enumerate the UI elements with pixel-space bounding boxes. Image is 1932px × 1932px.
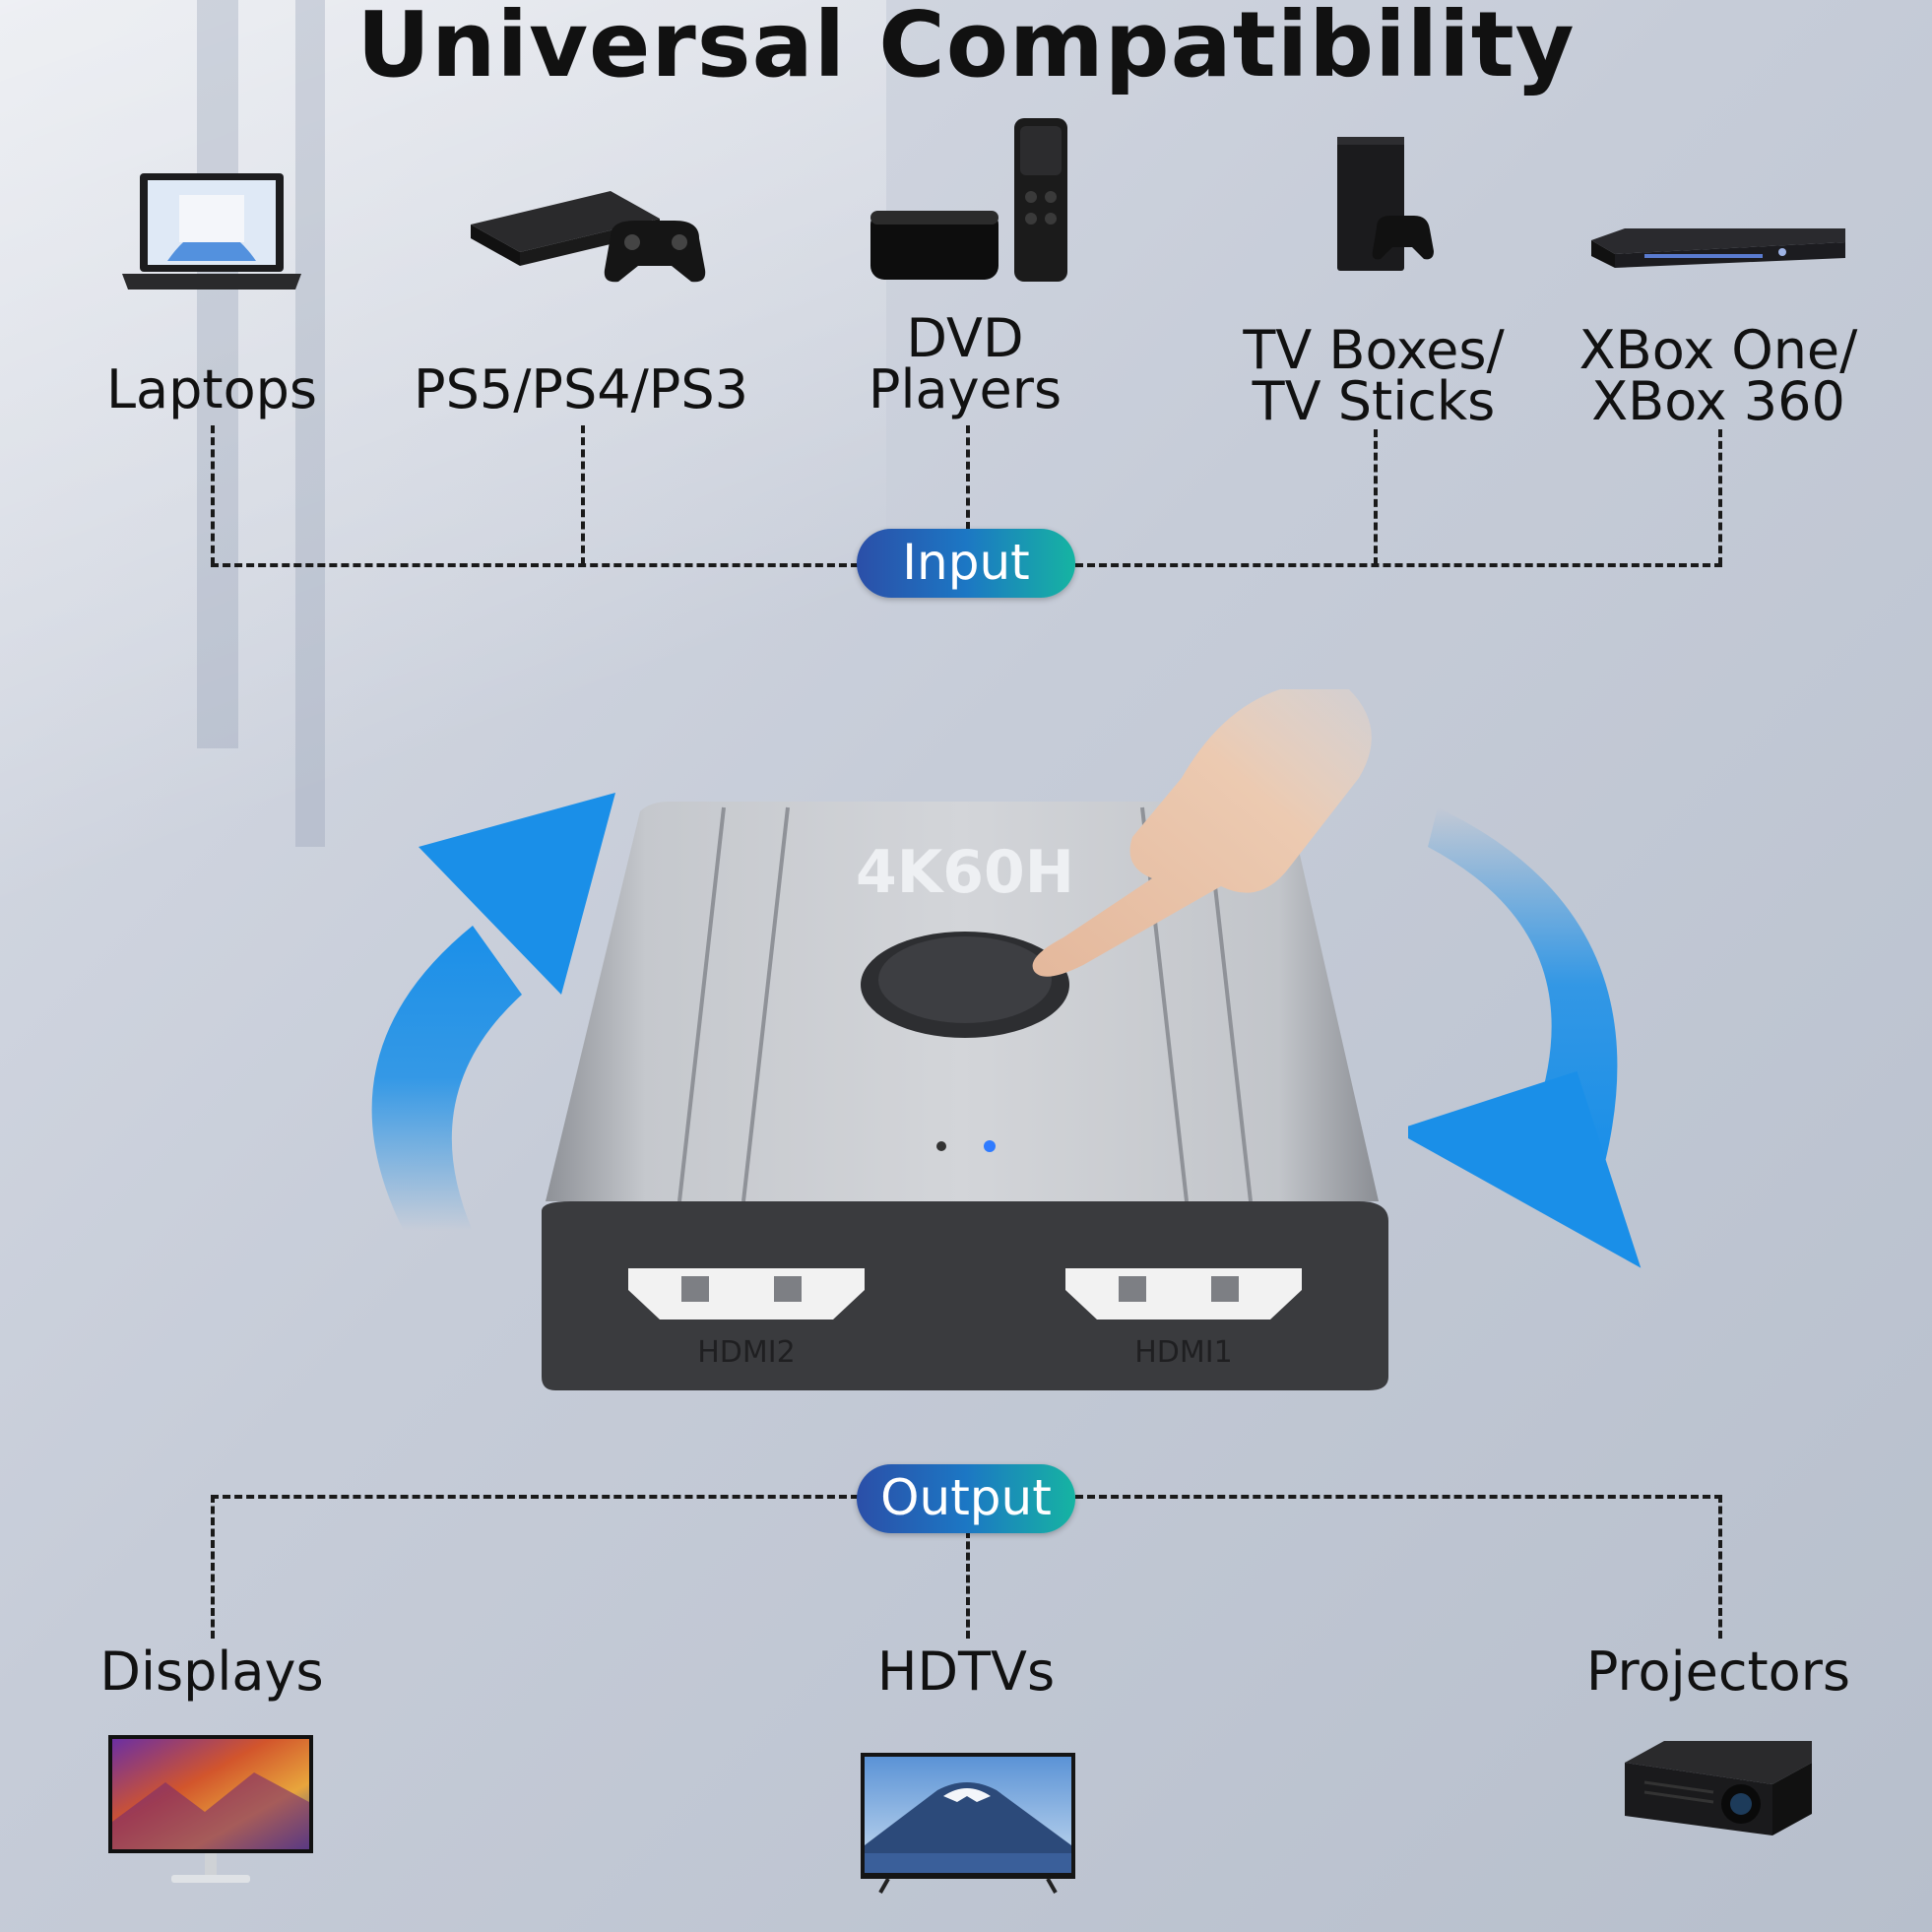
xbox-series-icon: [1337, 137, 1434, 271]
input-pill: Input: [857, 529, 1075, 598]
connector-line: [1718, 1495, 1722, 1639]
port-label-right: HDMI1: [1134, 1335, 1232, 1370]
connector-line: [1374, 429, 1378, 565]
output-label-hdtvs: HDTVs: [876, 1641, 1056, 1703]
connector-line: [211, 1495, 859, 1499]
connector-line: [966, 1530, 970, 1639]
rotate-right-arrow-icon: [1408, 807, 1642, 1268]
connector-line: [966, 425, 970, 530]
connector-line: [581, 425, 585, 565]
dvd-player-icon: [1591, 228, 1845, 268]
port-label-left: HDMI2: [697, 1335, 795, 1370]
tv-icon: [861, 1753, 1075, 1894]
page-title: Universal Compatibility: [356, 0, 1576, 97]
input-label-laptops: Laptops: [105, 358, 318, 420]
connector-line: [211, 1495, 215, 1639]
hand-icon: [1032, 689, 1372, 977]
output-pill: Output: [857, 1464, 1075, 1533]
monitor-icon: [108, 1735, 313, 1883]
connector-line: [211, 563, 859, 567]
output-label-displays: Displays: [99, 1641, 324, 1703]
connector-line: [1075, 563, 1722, 567]
connector-line: [211, 425, 215, 565]
input-label-tv-boxes: TV Boxes/ TV Sticks: [1243, 319, 1505, 432]
game-console-icon: [471, 191, 706, 283]
streaming-box-icon: [870, 118, 1067, 282]
projector-icon: [1625, 1741, 1812, 1835]
window-frame-shadow: [197, 0, 238, 748]
input-label-xbox: XBox One/ XBox 360: [1578, 319, 1858, 432]
input-label-dvd-players: DVD Players: [868, 307, 1063, 420]
top-text: 4K60H: [856, 838, 1074, 907]
connector-line: [1075, 1495, 1722, 1499]
window-frame-shadow: [295, 0, 325, 847]
rotate-left-arrow-icon: [371, 793, 615, 1231]
output-label-projectors: Projectors: [1585, 1641, 1851, 1703]
input-label-playstation: PS5/PS4/PS3: [414, 358, 748, 420]
connector-line: [1718, 429, 1722, 565]
laptop-icon: [122, 173, 301, 290]
